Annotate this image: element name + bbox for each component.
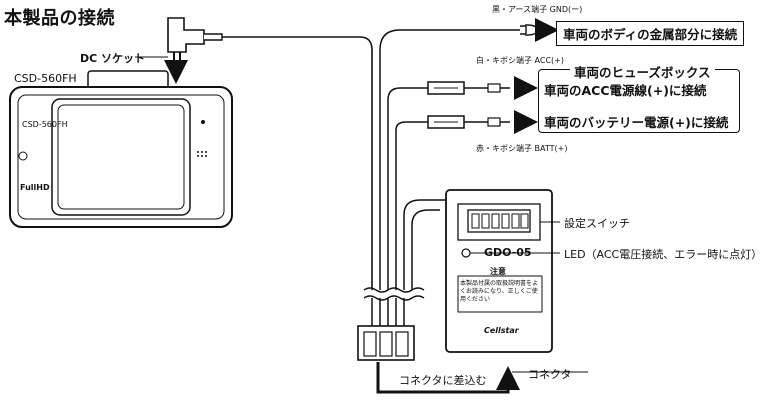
led-label: LED（ACC電圧接続、エラー時に点灯） (564, 248, 763, 261)
batt-target-box: 車両のバッテリー電源(+)に接続 (544, 115, 729, 130)
connector-instruction: コネクタに差込む (396, 372, 490, 388)
unit-brand: Cellstar (484, 326, 519, 335)
gnd-terminal (520, 24, 538, 36)
setting-switch-label: 設定スイッチ (564, 217, 630, 230)
dashcam-body-label: CSD-560FH (22, 120, 68, 129)
acc-fuse (420, 81, 510, 95)
unit-connector-label: コネクタ (528, 368, 572, 381)
caution-text: 本製品付属の取扱説明書をよくお読みになり、正しくご使用ください (460, 280, 539, 303)
dc-plug (167, 17, 223, 60)
unit-model-label: GDO-05 (484, 246, 532, 259)
harness-connector (357, 325, 415, 361)
batt-fuse (420, 115, 510, 129)
dashcam-unit (9, 70, 233, 228)
acc-target-box: 車両のACC電源線(+)に接続 (544, 83, 707, 98)
gdo-05-unit (445, 189, 553, 353)
page-title: 本製品の接続 (4, 8, 115, 29)
dashcam-model-label: CSD-560FH (14, 72, 77, 85)
gnd-target-box: 車両のボディの金属部分に接続 (556, 21, 745, 46)
dc-socket-label: DC ソケット (80, 52, 146, 65)
batt-wire-label: 赤・キボシ端子 BATT(+) (476, 144, 568, 153)
fuse-box-title: 車両のヒューズボックス (570, 62, 715, 81)
acc-wire-label: 白・キボシ端子 ACC(+) (476, 56, 564, 65)
caution-title: 注意 (490, 267, 506, 276)
fullhd-logo: FullHD (20, 183, 50, 192)
gnd-wire-label: 黒・アース端子 GND(ー) (492, 5, 583, 14)
